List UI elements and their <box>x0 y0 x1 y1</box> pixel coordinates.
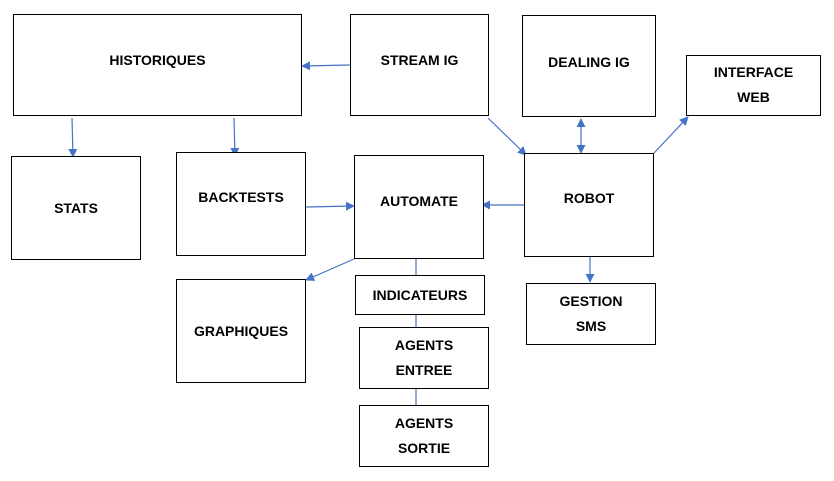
indicateurs-box: INDICATEURS <box>355 275 485 315</box>
edge-automate-to-graphiques <box>305 258 355 281</box>
automate-box: AUTOMATE <box>354 155 484 259</box>
interface-web-label: INTERFACE WEB <box>713 64 794 105</box>
dealing-ig-label: DEALING IG <box>548 54 630 70</box>
edge-backtests-to-automate <box>305 201 355 211</box>
stats-box: STATS <box>11 156 141 260</box>
dealing-ig-box: DEALING IG <box>522 15 656 117</box>
edge-stream-ig-to-robot <box>487 117 527 156</box>
agents-sortie-box: AGENTS SORTIE <box>359 405 489 467</box>
stream-ig-label: STREAM IG <box>380 52 459 68</box>
historiques-box: HISTORIQUES <box>13 14 302 116</box>
indicateurs-label: INDICATEURS <box>372 286 468 303</box>
interface-web-box: INTERFACE WEB <box>686 55 821 116</box>
agents-sortie-label: AGENTS SORTIE <box>394 415 454 456</box>
edge-historiques-to-backtests <box>230 117 240 157</box>
backtests-box: BACKTESTS <box>176 152 306 256</box>
edge-stream-ig-to-historiques <box>301 61 351 71</box>
edge-robot-to-interface-web <box>653 116 689 154</box>
stats-label: STATS <box>54 199 98 216</box>
agents-entree-label: AGENTS ENTREE <box>394 337 454 378</box>
robot-box: ROBOT <box>524 153 654 257</box>
graphiques-box: GRAPHIQUES <box>176 279 306 383</box>
graphiques-label: GRAPHIQUES <box>193 322 289 339</box>
automate-label: AUTOMATE <box>379 193 459 209</box>
agents-entree-box: AGENTS ENTREE <box>359 327 489 389</box>
gestion-sms-label: GESTION SMS <box>559 293 623 334</box>
historiques-label: HISTORIQUES <box>109 52 206 68</box>
robot-label: ROBOT <box>563 190 615 206</box>
edge-historiques-to-stats <box>68 117 78 158</box>
stream-ig-box: STREAM IG <box>350 14 489 116</box>
gestion-sms-box: GESTION SMS <box>526 283 656 345</box>
backtests-label: BACKTESTS <box>198 189 284 205</box>
